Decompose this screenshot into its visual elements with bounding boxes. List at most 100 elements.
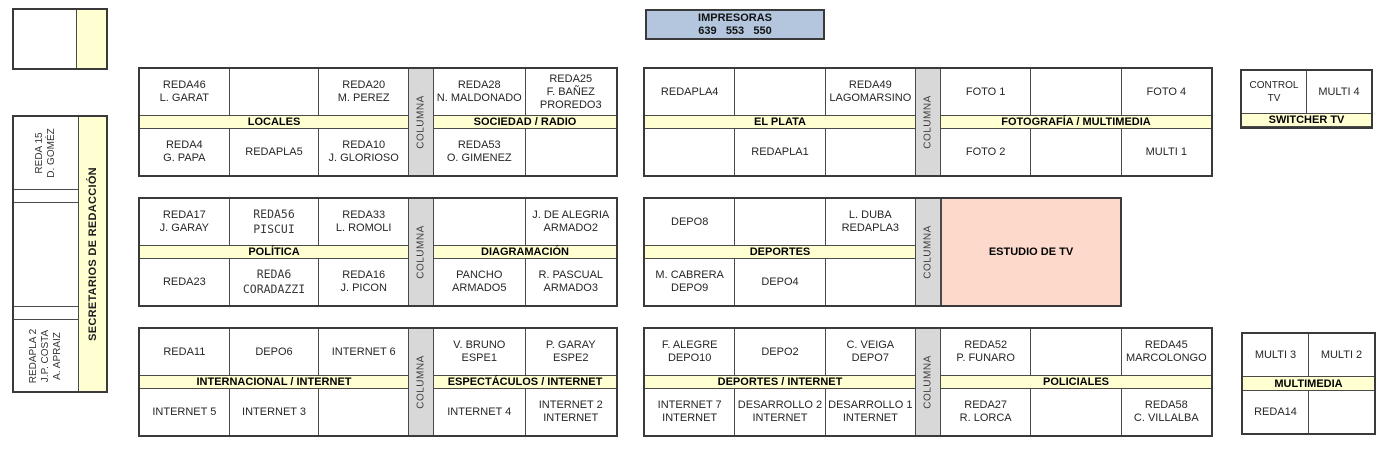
desk-cell: CONTROL TV [1249,80,1299,104]
desk-row: REDA23 REDA6 CORADAZZI REDA16 J. PICON [140,259,408,305]
desk-cell: DESARROLLO 1 INTERNET [824,389,915,435]
desk-cell: DEPO2 [734,329,824,375]
columna-strip: COLUMNA [915,69,941,175]
desk-row: REDAPLA1 [645,129,915,175]
desk-cell: REDA53 O. GIMENEZ [446,139,512,164]
desk-cell [645,129,734,175]
desk-cell: FOTO 4 [1120,69,1211,115]
desk-cell: REDA25 F. BAÑEZ PROREDO3 [524,69,617,115]
band-label: DIAGRAMACIÓN [434,245,616,259]
band-label: SWITCHER TV [1242,113,1371,127]
desk-cell: REDA52 P. FUNARO [956,339,1015,364]
band-label: FOTOGRAFÍA / MULTIMEDIA [941,115,1211,129]
desk-cell: INTERNET 7 INTERNET [657,399,722,424]
desk-row: FOTO 1 FOTO 4 [941,69,1211,115]
desk-cell: INTERNET 2 INTERNET [524,389,617,435]
desk-cell [734,69,824,115]
desk-cell [1030,129,1120,175]
desk-row: REDAPLA4 REDA49 LAGOMARSINO [645,69,915,115]
desk-cell: DEPO4 [734,259,824,305]
desk-row: REDA28 N. MALDONADO REDA25 F. BAÑEZ PROR… [434,69,616,115]
desk-row: DEPO8 L. DUBA REDAPLA3 [645,199,915,245]
espectaculos-subtable: V. BRUNO ESPE1 P. GARAY ESPE2 ESPECTÁCUL… [434,329,616,435]
desk-cell: MULTI 2 [1308,334,1374,376]
corner-box [12,8,108,70]
band-label: SOCIEDAD / RADIO [434,115,616,129]
band-label: LOCALES [140,115,408,129]
desk-cell: R. PASCUAL ARMADO3 [524,259,617,305]
columna-strip: COLUMNA [915,199,941,305]
locales-subtable: REDA46 L. GARAT REDA20 M. PEREZ LOCALES … [140,69,408,175]
group-deportesinternet-policiales: F. ALEGRE DEPO10 DEPO2 C. VEIGA DEPO7 DE… [643,327,1213,437]
desk-cell: REDA33 L. ROMOLI [318,199,408,245]
desk-cell: REDAPLA1 [734,129,824,175]
desk-row: REDA11 DEPO6 INTERNET 6 [140,329,408,375]
desk-row: FOTO 2 MULTI 1 [941,129,1211,175]
spacer-cell [14,307,78,320]
desk-cell: REDA49 LAGOMARSINO [824,69,915,115]
desk-cell: REDA4 G. PAPA [163,139,206,164]
columna-label: COLUMNA [415,95,427,149]
desk-cell [318,389,408,435]
desk-cell [228,69,319,115]
desk-row: INTERNET 5 INTERNET 3 [140,389,408,435]
policiales-subtable: REDA52 P. FUNARO REDA45 MARCOLONGO POLIC… [941,329,1211,435]
desk-row: M. CABRERA DEPO9 DEPO4 [645,259,915,305]
desk-cell: PANCHO ARMADO5 [452,269,507,294]
desk-cell: REDA11 [163,345,206,358]
desk-cell: MULTI 3 [1254,348,1297,361]
desk-row: F. ALEGRE DEPO10 DEPO2 C. VEIGA DEPO7 [645,329,915,375]
desk-cell: REDAPLA5 [228,129,319,175]
desk-cell: L. DUBA REDAPLA3 [824,199,915,245]
desk-cell: MULTI 1 [1120,129,1211,175]
desk-cell: INTERNET 6 [318,329,408,375]
desk-cell: MULTI 4 [1306,71,1371,113]
desk-cell: REDA46 L. GARAT [159,79,209,104]
desk-row: CONTROL TV MULTI 4 [1242,71,1371,113]
group-internacional-espectaculos: REDA11 DEPO6 INTERNET 6 INTERNACIONAL / … [138,327,618,437]
desk-cell [434,199,525,245]
elplata-subtable: REDAPLA4 REDA49 LAGOMARSINO EL PLATA RED… [645,69,915,175]
columna-strip: COLUMNA [915,329,941,435]
desk-row: INTERNET 4 INTERNET 2 INTERNET [434,389,616,435]
secretaries-label: SECRETARIOS DE REDACCIÓN [86,167,99,341]
diagramacion-subtable: J. DE ALEGRIA ARMADO2 DIAGRAMACIÓN PANCH… [434,199,616,305]
columna-label: COLUMNA [922,95,934,149]
desk-cell: C. VEIGA DEPO7 [824,329,915,375]
group-elplata-fotografia: REDAPLA4 REDA49 LAGOMARSINO EL PLATA RED… [643,67,1213,177]
desk-cell: REDA14 [1254,405,1297,418]
desk-cell [1308,391,1374,433]
desk-cell: P. GARAY ESPE2 [524,329,617,375]
secretaries-strip: SECRETARIOS DE REDACCIÓN [78,117,106,391]
desk-reda15-label: REDA 15 D. GOMÉZ [34,128,57,178]
band-label: MULTIMEDIA [1243,376,1374,391]
desk-cell [734,199,824,245]
desk-cell: REDA27 R. LORCA [959,399,1012,424]
printers-numbers: 639 553 550 [698,25,772,37]
columna-label: COLUMNA [922,355,934,409]
band-label: DEPORTES [645,245,915,259]
desk-redapla2-label: REDAPLA 2 J.P. COSTA A. APRAIZ [28,328,63,383]
desk-cell: REDA58 C. VILLALBA [1120,389,1211,435]
switcher-subtable: CONTROL TV MULTI 4 SWITCHER TV [1242,71,1371,127]
desk-cell: INTERNET 4 [447,405,512,418]
columna-strip: COLUMNA [408,69,434,175]
desk-cell: M. CABRERA DEPO9 [655,269,724,294]
columna-label: COLUMNA [922,225,934,279]
secretaries-column: REDA 15 D. GOMÉZ REDAPLA 2 J.P. COSTA A.… [12,115,108,393]
secretaries-desks: REDA 15 D. GOMÉZ REDAPLA 2 J.P. COSTA A.… [14,117,78,391]
desk-cell: REDA6 CORADAZZI [228,259,319,305]
desk-cell: REDA23 [162,275,206,288]
band-label: ESPECTÁCULOS / INTERNET [434,375,616,389]
desk-cell: DESARROLLO 2 INTERNET [734,389,824,435]
sociedad-subtable: REDA28 N. MALDONADO REDA25 F. BAÑEZ PROR… [434,69,616,175]
corner-box-left [14,10,76,68]
corner-box-accent [76,10,106,68]
band-label: POLÍTICA [140,245,408,259]
desk-row: INTERNET 7 INTERNET DESARROLLO 2 INTERNE… [645,389,915,435]
desk-cell: REDA10 J. GLORIOSO [318,129,408,175]
multimedia-subtable: MULTI 3 MULTI 2 MULTIMEDIA REDA14 [1243,334,1374,433]
columna-strip: COLUMNA [408,199,434,305]
desk-row: REDA27 R. LORCA REDA58 C. VILLALBA [941,389,1211,435]
